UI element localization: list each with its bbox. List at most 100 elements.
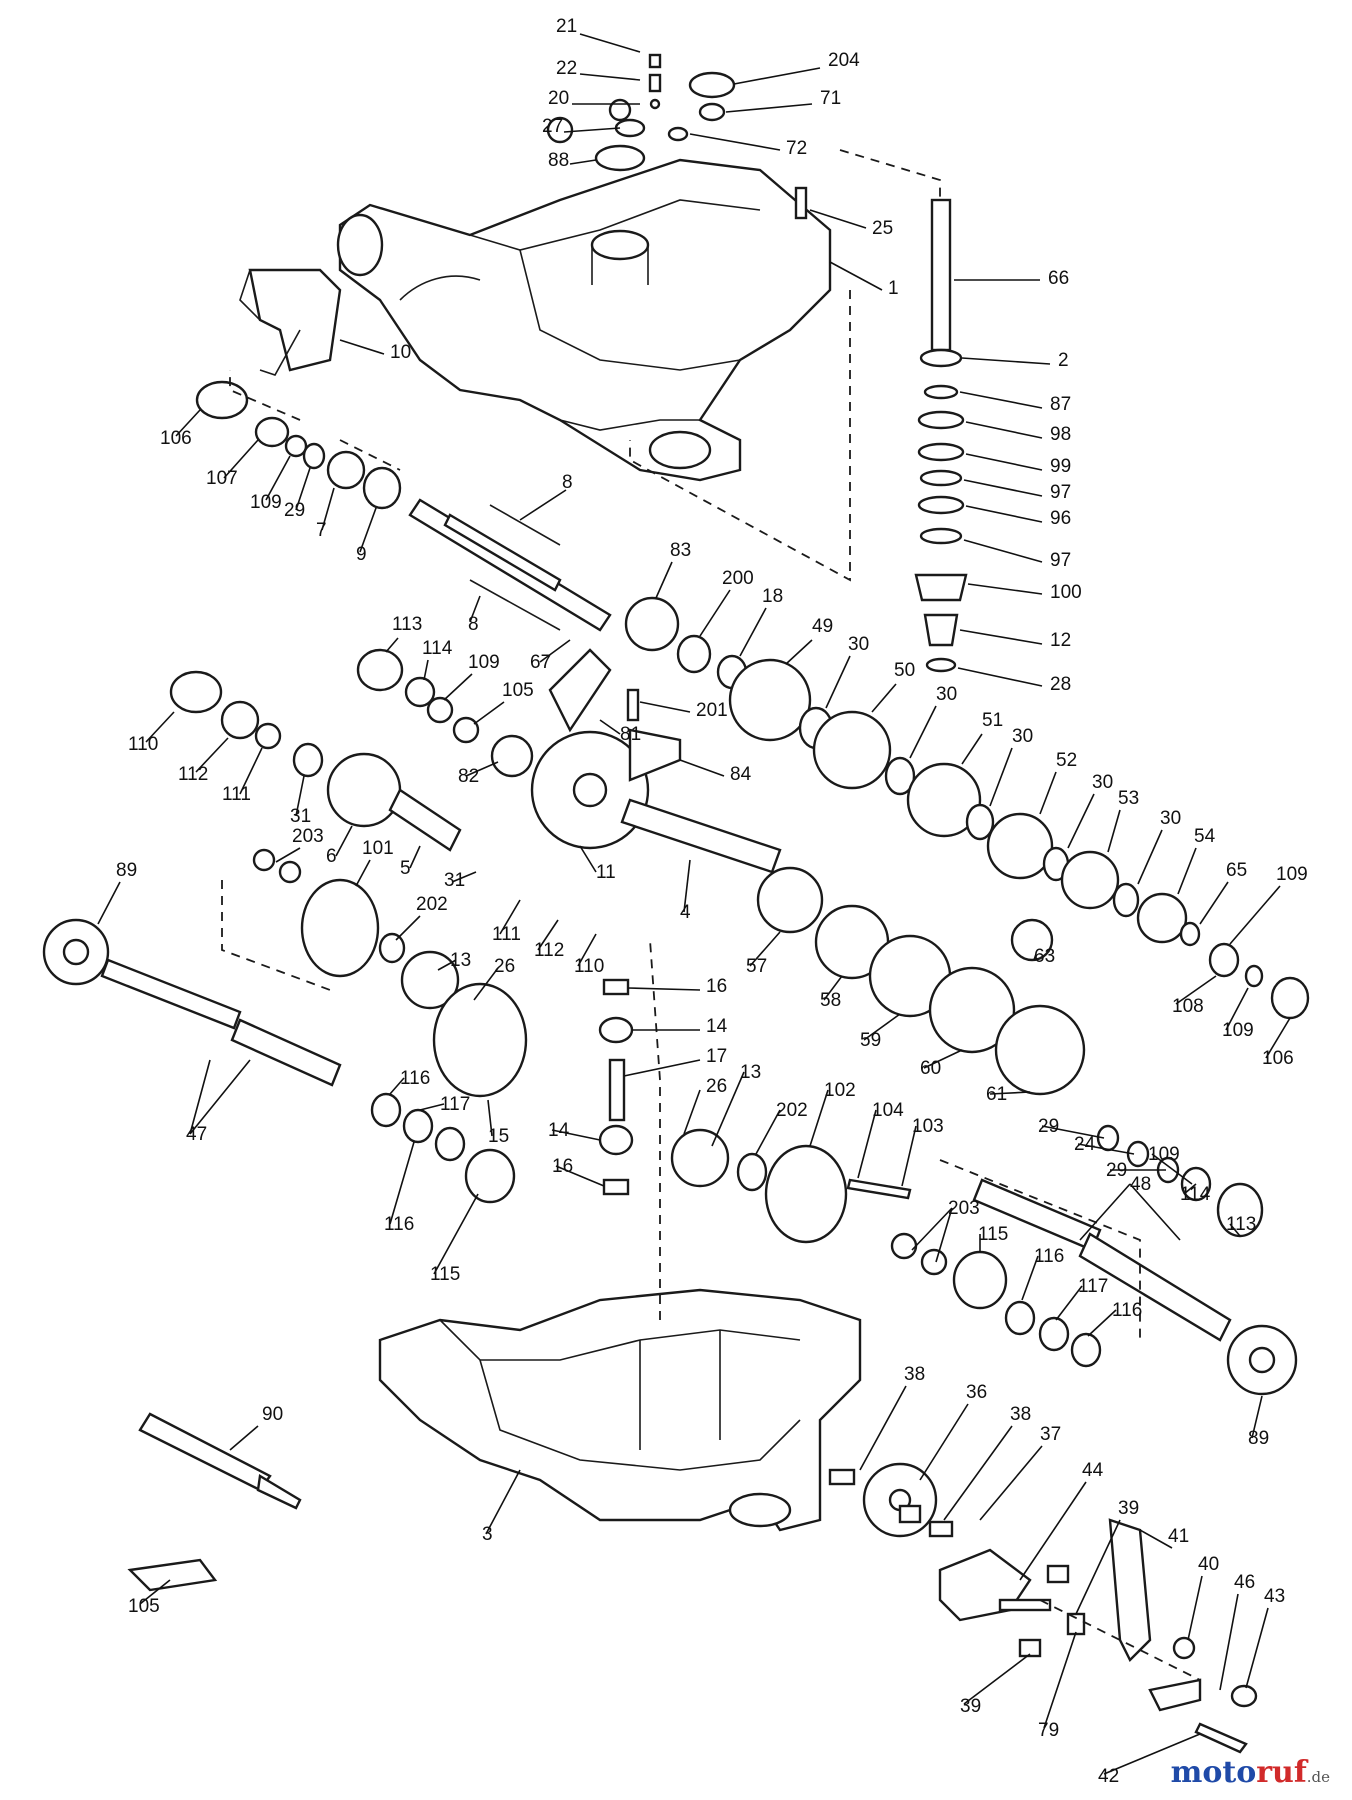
part-callout: 20 (548, 88, 569, 109)
watermark-logo: motoruf.de (1171, 1755, 1330, 1790)
part-callout: 61 (986, 1084, 1007, 1105)
upper-housing (336, 98, 832, 482)
part-callout: 18 (762, 586, 783, 607)
part-callout: 71 (820, 88, 841, 109)
part-callout: 65 (1226, 860, 1247, 881)
part-callout: 25 (872, 218, 893, 239)
main-gear-shaft (620, 798, 1310, 1096)
part-callout: 109 (468, 652, 500, 673)
part-callout: 52 (1056, 750, 1077, 771)
part-callout: 37 (1040, 1424, 1061, 1445)
part-callout: 24 (1074, 1134, 1096, 1155)
part-callout: 22 (556, 58, 577, 79)
brake-assembly (828, 1462, 1258, 1754)
part-callout: 72 (786, 138, 807, 159)
left-lower-bearings (169, 648, 534, 852)
part-callout: 105 (502, 680, 534, 701)
part-callout: 115 (430, 1264, 460, 1285)
part-callout: 109 (1276, 864, 1308, 885)
sealant-tube (127, 1412, 302, 1592)
part-callout: 39 (1118, 1498, 1139, 1519)
part-callout: 98 (1050, 424, 1071, 445)
part-callout: 116 (1034, 1246, 1064, 1267)
part-callout: 3 (482, 1524, 493, 1545)
part-callout: 13 (740, 1062, 761, 1083)
part-callout: 42 (1098, 1766, 1119, 1787)
part-callout: 63 (1034, 946, 1055, 967)
input-shaft-stack (914, 198, 968, 673)
part-callout: 97 (1050, 482, 1071, 503)
part-callout: 114 (1180, 1184, 1211, 1205)
left-upper-bearings (195, 380, 402, 510)
part-callout: 30 (936, 684, 957, 705)
part-callout: 41 (1168, 1526, 1189, 1547)
part-callout: 1 (888, 278, 899, 299)
assembly-dashed-lines (221, 149, 1201, 1681)
part-callout: 110 (574, 956, 604, 977)
part-callout: 203 (292, 826, 324, 847)
part-callout: 10 (390, 342, 411, 363)
part-callout: 99 (1050, 456, 1071, 477)
part-callout: 57 (746, 956, 767, 977)
shift-lever (239, 268, 342, 376)
part-callout: 87 (1050, 394, 1071, 415)
part-callout: 12 (1050, 630, 1071, 651)
part-callout: 14 (706, 1016, 728, 1037)
part-callout: 47 (186, 1124, 207, 1145)
part-callout: 29 (1038, 1116, 1059, 1137)
part-callout: 108 (1172, 996, 1204, 1017)
part-callout: 102 (824, 1080, 856, 1101)
part-callout: 13 (450, 950, 471, 971)
part-callout: 40 (1198, 1554, 1219, 1575)
part-callout: 90 (262, 1404, 283, 1425)
part-callout: 30 (1160, 808, 1181, 829)
part-callout: 66 (1048, 268, 1069, 289)
part-callout: 109 (1222, 1020, 1254, 1041)
part-callout: 11 (596, 862, 616, 883)
part-callout: 117 (1078, 1276, 1108, 1297)
part-callout: 109 (250, 492, 282, 513)
part-callout: 84 (730, 764, 752, 785)
part-callout: 4 (680, 902, 691, 923)
part-callout: 5 (400, 858, 411, 879)
part-callout: 113 (392, 614, 422, 635)
part-callout: 36 (966, 1382, 987, 1403)
part-callout: 26 (494, 956, 515, 977)
part-callout: 101 (362, 838, 394, 859)
part-callout: 116 (400, 1068, 430, 1089)
part-callout: 106 (1262, 1048, 1294, 1069)
part-callout: 112 (534, 940, 564, 961)
part-callout: 96 (1050, 508, 1071, 529)
part-callout: 29 (1106, 1160, 1127, 1181)
part-callout: 46 (1234, 1572, 1255, 1593)
part-callout: 21 (556, 16, 577, 37)
watermark-ruf: ruf (1256, 1755, 1307, 1790)
part-callout: 116 (384, 1214, 414, 1235)
part-callout: 38 (904, 1364, 925, 1385)
part-callout: 14 (548, 1120, 570, 1141)
part-callout: 202 (416, 894, 448, 915)
part-callout: 29 (284, 500, 305, 521)
part-callout: 97 (1050, 550, 1071, 571)
part-callout: 100 (1050, 582, 1082, 603)
part-callout: 115 (978, 1224, 1008, 1245)
part-callout: 89 (1248, 1428, 1269, 1449)
part-callout: 30 (1092, 772, 1113, 793)
part-callout: 17 (706, 1046, 727, 1067)
part-callout: 116 (1112, 1300, 1142, 1321)
part-callout: 50 (894, 660, 915, 681)
part-callout: 106 (160, 428, 192, 449)
part-callout: 113 (1226, 1214, 1256, 1235)
part-callout: 16 (552, 1156, 573, 1177)
part-callout: 39 (960, 1696, 981, 1717)
part-callout: 26 (706, 1076, 727, 1097)
part-callout: 7 (316, 520, 327, 541)
part-callout: 16 (706, 976, 727, 997)
watermark-moto: moto (1170, 1755, 1257, 1790)
part-callout: 6 (326, 846, 337, 867)
part-callout: 81 (620, 724, 641, 745)
part-callout: 88 (548, 150, 569, 171)
part-callout: 58 (820, 990, 841, 1011)
